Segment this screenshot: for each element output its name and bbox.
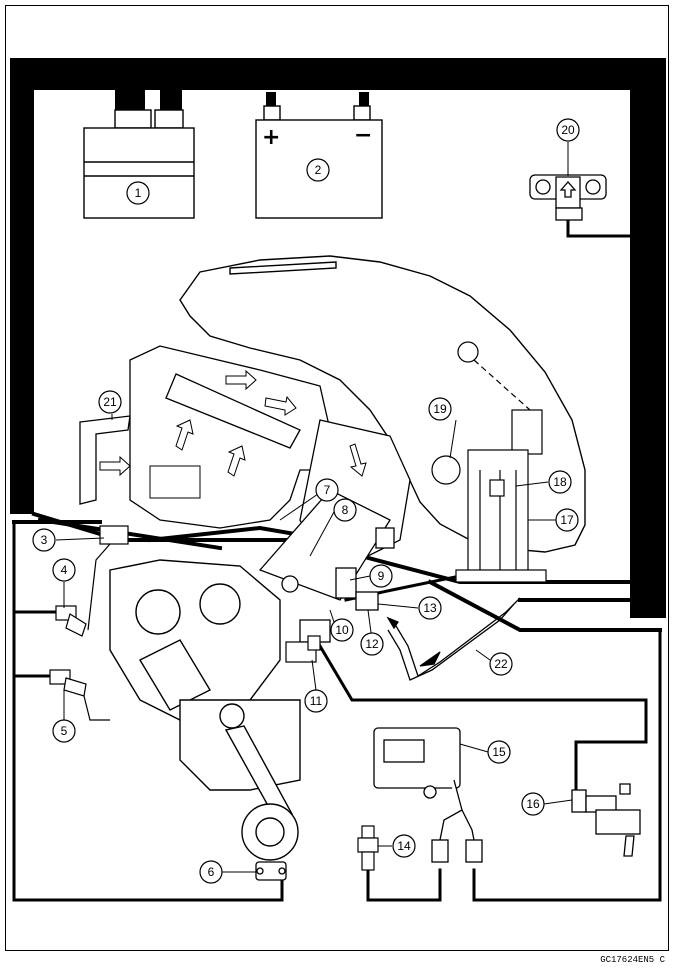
callout-label-7: 7 [324,483,331,497]
callout-label-9: 9 [378,569,385,583]
callout-label-17: 17 [560,513,574,527]
sensor-14 [357,825,379,871]
engine-assembly [109,559,301,861]
callout-label-19: 19 [433,402,447,416]
callout-20 [556,118,580,142]
sensor-20-body [529,174,607,221]
page-border [5,5,669,951]
callout-18 [548,470,572,494]
callout-label-22: 22 [494,657,508,671]
callout-9 [369,564,393,588]
battery-minus-sign: − [354,123,372,148]
left-sensors [49,525,129,721]
sensor-11 [285,635,321,663]
callout-label-14: 14 [397,839,411,853]
callout-10 [330,618,354,642]
callout-label-8: 8 [342,503,349,517]
callout-label-18: 18 [553,475,567,489]
callout-7 [315,478,339,502]
callout-12 [360,632,384,656]
callout-label-2: 2 [315,163,322,177]
callout-label-20: 20 [561,123,575,137]
callout-3 [32,528,56,552]
callout-1 [126,181,150,205]
harness-connectors-top [115,86,369,112]
callout-15 [487,740,511,764]
callout-4 [52,558,76,582]
callout-5 [52,719,76,743]
fuel-hose [386,597,521,681]
callout-16 [521,792,545,816]
callout-8 [333,498,357,522]
figure-code: GC17624EN5 C [600,955,665,965]
callout-label-11: 11 [310,694,323,708]
callout-label-10: 10 [335,623,349,637]
callout-label-13: 13 [423,601,437,615]
airflow-arrows [99,369,367,499]
callout-label-16: 16 [526,797,540,811]
callout-label-12: 12 [365,637,379,651]
callout-label-1: 1 [135,186,142,200]
callout-label-4: 4 [61,563,68,577]
crankshaft-sensor [255,861,287,881]
callouts [32,118,580,884]
callout-label-5: 5 [61,724,68,738]
throttle-body-assembly [258,489,395,643]
fuel-pump-assembly [431,341,547,583]
callout-label-21: 21 [103,395,117,409]
callout-6 [199,860,223,884]
callout-22 [489,652,513,676]
callout-11 [304,689,328,713]
callout-14 [392,834,416,858]
callout-17 [555,508,579,532]
callout-13 [418,596,442,620]
callout-labels: 1 2 3 4 5 6 7 8 9 10 11 12 13 14 15 16 1… [41,123,575,879]
ecu-15 [373,727,483,863]
callout-label-3: 3 [41,533,48,547]
callout-label-6: 6 [208,865,215,879]
callout-19 [428,397,452,421]
battery-plus-sign: + [262,125,280,150]
callout-21 [98,390,122,414]
callout-2 [306,158,330,182]
wiring-frame [10,58,666,618]
callout-label-15: 15 [492,745,506,759]
actuator-16 [571,783,641,857]
